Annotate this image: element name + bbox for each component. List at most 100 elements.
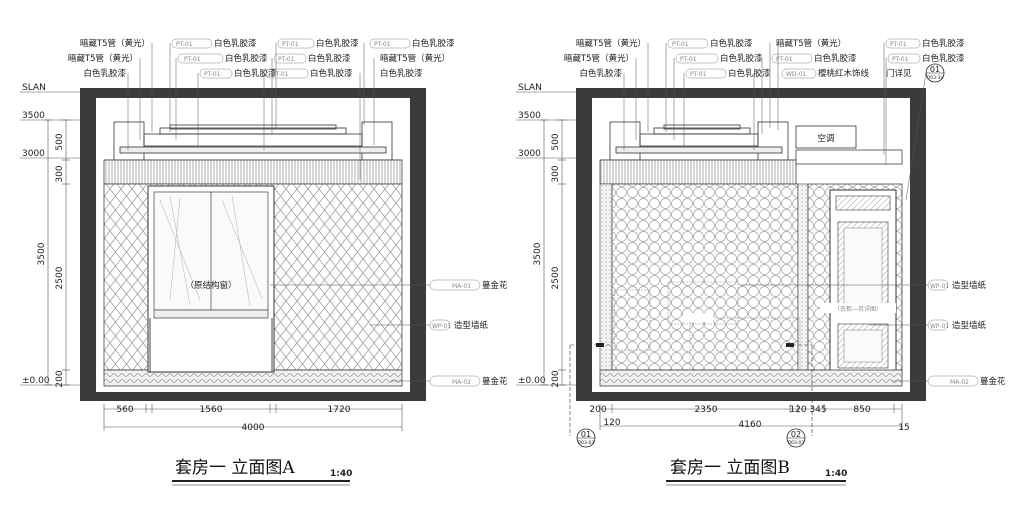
wallpaper-b <box>611 183 799 371</box>
level-slan-b: SLAN <box>518 83 542 93</box>
vdim-2500-b: 2500 <box>551 266 561 289</box>
callout-a-10: 白色乳胶漆 <box>412 38 455 49</box>
tag-a-5: PT-01 <box>204 71 221 78</box>
callout-a-6: 白色乳胶漆 <box>316 38 359 49</box>
side-tag-b-0: WP-01 <box>930 283 949 290</box>
hdim-2-b: 120 345 <box>789 405 826 415</box>
level-slan-a: SLAN <box>22 83 46 93</box>
hdim-1-a: 1560 <box>200 405 223 415</box>
door-ref-sheet: D03-3a <box>927 75 944 81</box>
section-ref-02[interactable]: 02 D03-03 <box>786 428 806 448</box>
callout-a-9: 暗藏T5管（黄光） <box>380 53 450 64</box>
level-3000-b: 3000 <box>518 149 541 159</box>
callout-a-1: 暗藏T5管（黄光） <box>68 53 138 64</box>
scale-b: 1:40 <box>825 469 847 479</box>
hdim-1-b: 2350 <box>695 405 718 415</box>
side-tag-a-0: MA-01 <box>452 283 471 290</box>
hdim-0-b: 200 <box>589 405 606 415</box>
callout-a-7: 白色乳胶漆 <box>308 53 351 64</box>
callout-b-8: 樱桃红木饰线 <box>818 68 870 79</box>
tag-a-8: PT-01 <box>272 71 289 78</box>
side-callout-b-2: 蔓金花 <box>980 376 1006 387</box>
level-3000-a: 3000 <box>22 149 45 159</box>
callout-a-3: 白色乳胶漆 <box>214 38 257 49</box>
window-a: （原结构窗） <box>147 185 275 373</box>
door-detail-label: 门详见 <box>886 68 912 79</box>
vdim-200-b: 200 <box>551 370 561 387</box>
vdim-2500-a: 2500 <box>55 266 65 289</box>
tag-b-11: PT-01 <box>892 56 909 63</box>
callout-b-4: 白色乳胶漆 <box>720 53 763 64</box>
tag-a-10: PT-01 <box>374 41 391 48</box>
callout-b-3: 白色乳胶漆 <box>710 38 753 49</box>
section-lines-b <box>569 344 813 436</box>
side-tag-a-1: WP-01 <box>432 323 451 330</box>
door-b: （衣柜—另详图） <box>820 189 897 383</box>
hdim-2-a: 1720 <box>328 405 351 415</box>
vdim-3500-b: 3500 <box>533 242 543 265</box>
hdim-0-a: 560 <box>116 405 133 415</box>
callout-b-1: 暗藏T5管（黄光） <box>564 53 634 64</box>
tag-b-5: PT-01 <box>690 71 707 78</box>
callout-a-8: 白色乳胶漆 <box>310 68 353 79</box>
section-ref-02-num: 02 <box>791 430 801 439</box>
tag-b-10: PT-01 <box>890 41 907 48</box>
side-callout-a-0: 蔓金花 <box>482 280 508 291</box>
tag-a-3: PT-01 <box>176 41 193 48</box>
overall-dim-a: 4000 <box>242 423 265 433</box>
tag-b-3: PT-01 <box>672 41 689 48</box>
scale-a: 1:40 <box>330 469 352 479</box>
vdim-200-a: 200 <box>55 370 65 387</box>
overall-dim-b: 4160 <box>739 420 762 430</box>
tag-b-8: WD-01 <box>786 71 807 78</box>
vdim-500-b: 500 <box>551 133 561 150</box>
section-ref-02-sheet: D03-03 <box>788 440 805 446</box>
hdim-3-b: 850 <box>853 405 870 415</box>
callouts-side-a <box>270 279 481 387</box>
level-zero-a: ±0.00 <box>22 376 50 386</box>
callout-b-9: 暗藏T5管（黄光） <box>776 38 846 49</box>
side-tag-a-2: MA-02 <box>452 379 471 386</box>
side-tag-b-2: MA-02 <box>950 379 969 386</box>
door-ref-num: 01 <box>930 65 940 74</box>
callout-b-5: 白色乳胶漆 <box>728 68 771 79</box>
elevation-a: （原结构窗） SLAN 3500 3000 ±0.00 500 <box>20 38 508 486</box>
vdim-300-a: 300 <box>55 165 65 182</box>
callout-a-4: 白色乳胶漆 <box>225 53 268 64</box>
section-ref-01[interactable]: 01 D03-03 <box>576 428 596 448</box>
level-zero-b: ±0.00 <box>518 376 546 386</box>
side-callout-a-2: 蔓金花 <box>482 376 508 387</box>
cornice-b <box>599 159 797 185</box>
side-callout-a-1: 造型墙纸 <box>454 320 489 331</box>
vdim-300-b: 300 <box>551 165 561 182</box>
vertical-dims-a <box>44 119 70 386</box>
title-a: 套房一 立面图A <box>175 458 295 478</box>
section-ref-01-num: 01 <box>581 430 591 439</box>
side-callout-b-0: 造型墙纸 <box>952 280 987 291</box>
callout-b-10: 白色乳胶漆 <box>922 38 965 49</box>
side-callout-b-1: 造型墙纸 <box>952 320 987 331</box>
callout-b-2: 白色乳胶漆 <box>579 68 622 79</box>
tag-a-7: PT-01 <box>278 56 295 63</box>
tag-a-6: PT-01 <box>282 41 299 48</box>
level-3500-a: 3500 <box>22 111 45 121</box>
callout-b-11: 白色乳胶漆 <box>922 53 965 64</box>
callout-b-0: 暗藏T5管（黄光） <box>576 38 646 49</box>
callout-a-2: 白色乳胶漆 <box>83 68 126 79</box>
hdim-4-b: 15 <box>898 423 909 433</box>
level-3500-b: 3500 <box>518 111 541 121</box>
tag-b-6: PT-01 <box>776 56 793 63</box>
door-ref-bubble[interactable]: 01 D03-3a <box>925 63 945 83</box>
callouts-top-a <box>127 43 375 180</box>
elevation-b: 空调 （衣柜—另详图） <box>516 38 1006 486</box>
door-center-label: （衣柜—另详图） <box>834 305 882 313</box>
baseboard-b <box>599 369 903 387</box>
vdim-500-a: 500 <box>55 133 65 150</box>
section-ref-01-sheet: D03-03 <box>578 440 595 446</box>
levels-a <box>20 91 80 386</box>
tag-b-4: PT-01 <box>680 56 697 63</box>
horizontal-dims-a <box>103 404 403 431</box>
callout-a-0: 暗藏T5管（黄光） <box>80 38 150 49</box>
